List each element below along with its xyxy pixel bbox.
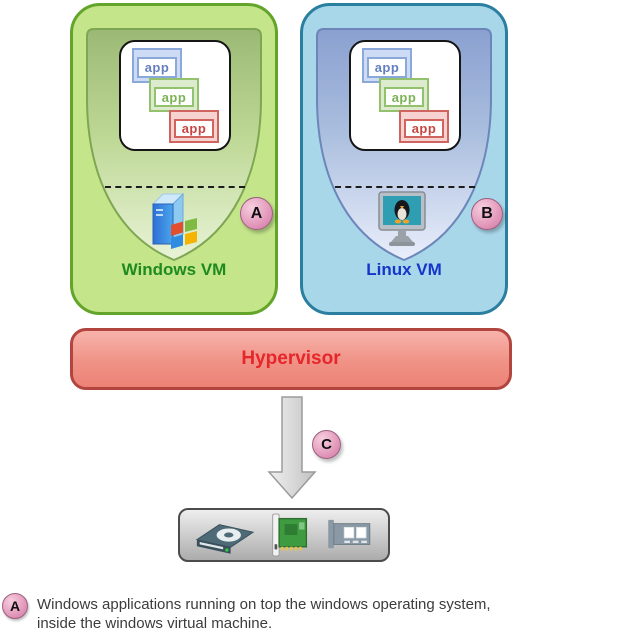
pci-card-icon — [272, 513, 308, 557]
app-label: app — [174, 119, 214, 138]
app-label: app — [137, 57, 177, 78]
app-window-red: app — [399, 110, 449, 143]
linux-vm-box: app app app Linux VM — [300, 3, 508, 315]
down-arrow — [267, 396, 317, 500]
legend-text-a: Windows applications running on top the … — [37, 596, 491, 632]
legend-badge-a: A — [2, 593, 28, 619]
callout-badge-c: C — [312, 430, 341, 459]
os-divider-line — [105, 186, 245, 188]
windows-logo-icon — [151, 192, 197, 249]
app-label: app — [367, 57, 407, 78]
optical-drive-icon — [196, 524, 255, 554]
app-label: app — [384, 87, 424, 107]
os-divider-line — [335, 186, 475, 188]
hypervisor-label: Hypervisor — [241, 348, 341, 369]
linux-vm-label: Linux VM — [366, 260, 442, 279]
callout-badge-b: B — [471, 198, 503, 230]
legend-item-a: A Windows applications running on top th… — [2, 593, 512, 633]
hypervisor-bar: Hypervisor — [70, 328, 512, 390]
app-container: app app app — [119, 40, 231, 151]
app-label: app — [404, 119, 444, 138]
app-window-green: app — [379, 78, 429, 112]
windows-vm-box: app app app — [70, 3, 278, 315]
expansion-card-icon — [327, 519, 370, 549]
callout-badge-a: A — [240, 197, 273, 230]
linux-tux-monitor-icon — [378, 191, 426, 246]
windows-vm-label: Windows VM — [121, 260, 227, 279]
app-window-blue: app — [362, 48, 412, 83]
app-container: app app app — [349, 40, 461, 151]
app-window-blue: app — [132, 48, 182, 83]
app-window-green: app — [149, 78, 199, 112]
app-label: app — [154, 87, 194, 107]
app-window-red: app — [169, 110, 219, 143]
hardware-box — [178, 508, 390, 562]
